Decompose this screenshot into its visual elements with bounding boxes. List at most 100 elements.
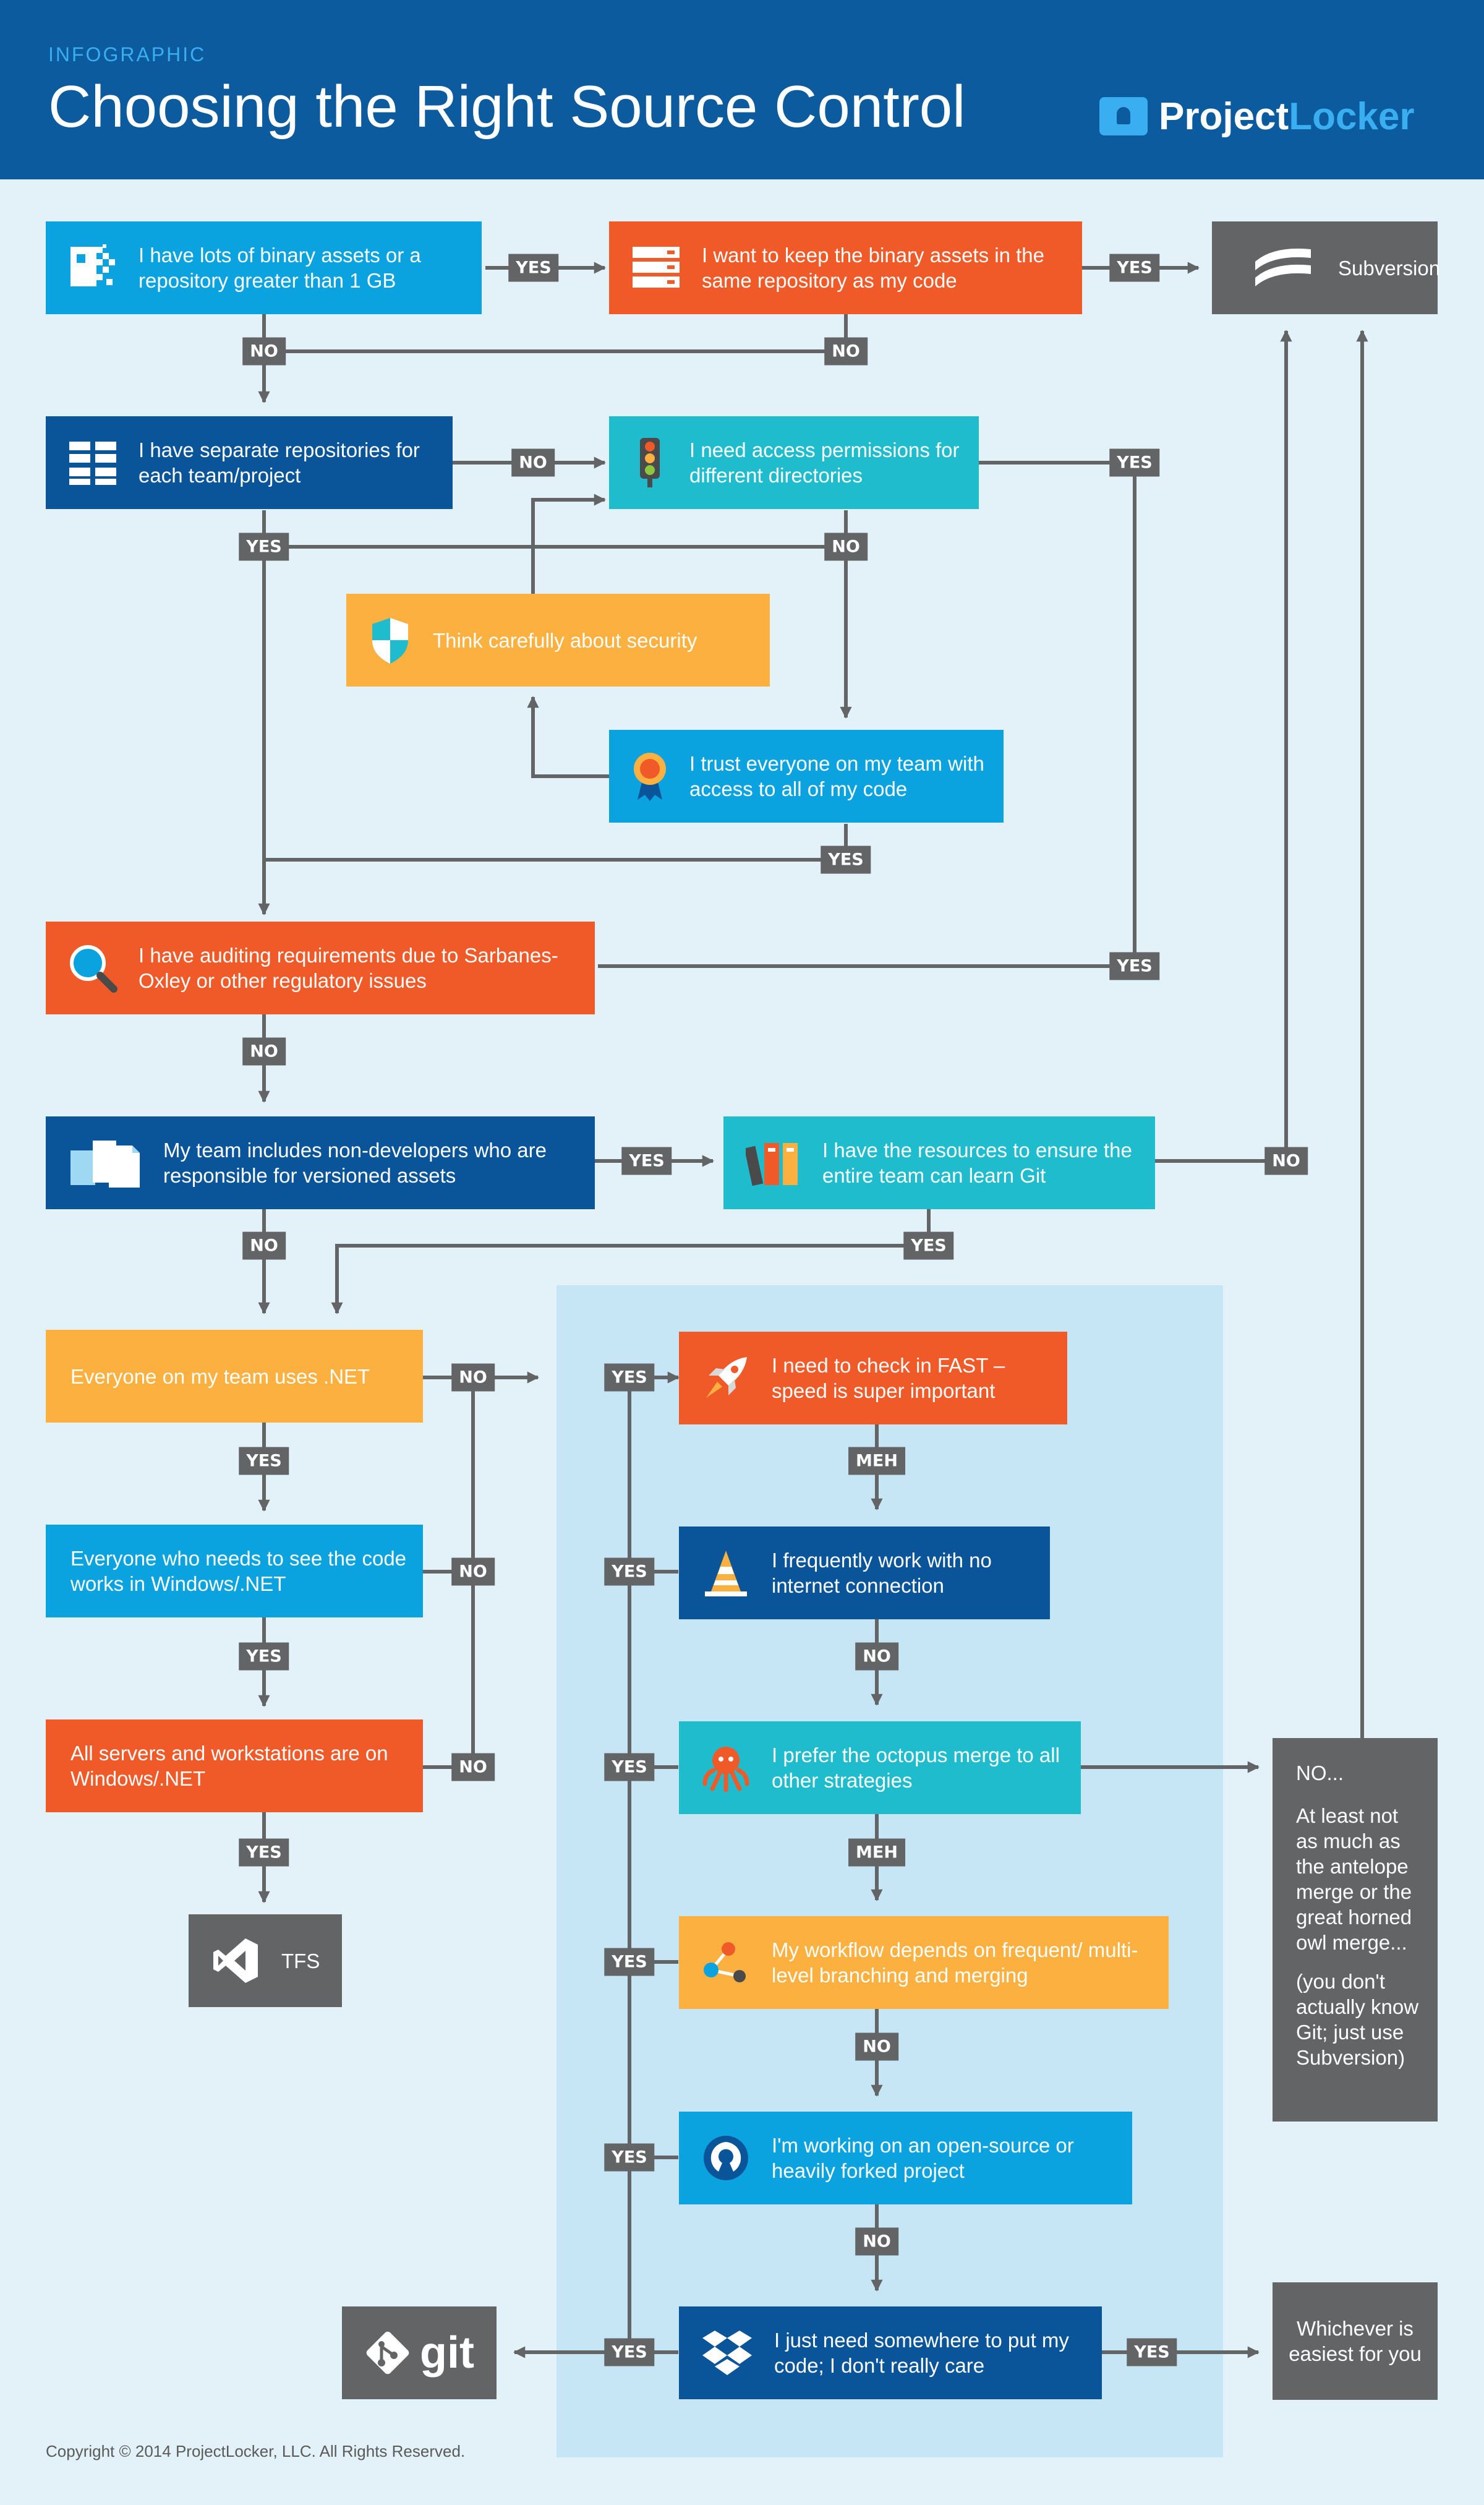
branch-graph-icon: [701, 1938, 751, 1987]
node-separate-repos-text: I have separate repositories for each te…: [139, 439, 420, 487]
result-tfs-text: TFS: [281, 1949, 320, 1972]
magnifying-glass-icon: [68, 943, 117, 993]
repositories-grid-icon: [68, 438, 117, 487]
binders-icon: [746, 1137, 801, 1189]
label-no: NO: [242, 337, 286, 366]
node-access-permissions: I need access permissions for different …: [609, 416, 979, 509]
lock-icon: [1099, 97, 1148, 135]
node-check-in-fast: I need to check in FAST – speed is super…: [679, 1332, 1067, 1424]
rocket-icon: [701, 1353, 751, 1403]
label-yes: YES: [604, 1557, 655, 1586]
documents-icon: [68, 1137, 142, 1189]
label-yes: YES: [821, 846, 871, 874]
result-whichever: Whichever is easiest for you: [1273, 2282, 1438, 2400]
label-yes: YES: [508, 254, 559, 282]
label-yes: YES: [1109, 254, 1160, 282]
node-keep-binary: I want to keep the binary assets in the …: [609, 221, 1082, 314]
logo-text-locker: Locker: [1289, 95, 1415, 138]
label-no: NO: [451, 1753, 495, 1781]
octopus-note-heading: NO...: [1296, 1762, 1344, 1784]
octopus-joke-note: NO... At least not as much as the antelo…: [1273, 1738, 1438, 2122]
node-auditing: I have auditing requirements due to Sarb…: [46, 922, 595, 1014]
label-no: NO: [242, 1231, 286, 1260]
label-no: NO: [855, 2032, 898, 2061]
node-binary-assets: I have lots of binary assets or a reposi…: [46, 221, 482, 314]
label-yes: YES: [239, 533, 289, 561]
node-non-developers-text: My team includes non-developers who are …: [163, 1139, 547, 1187]
label-no: NO: [451, 1557, 495, 1586]
octopus-note-aside: (you don't actually know Git; just use S…: [1296, 1970, 1419, 2069]
traffic-light-icon: [631, 437, 668, 489]
visual-studio-icon: [211, 1936, 260, 1985]
node-branching-merging-text: My workflow depends on frequent/ multi-l…: [772, 1938, 1138, 1987]
node-keep-binary-text: I want to keep the binary assets in the …: [702, 244, 1044, 292]
label-no: NO: [511, 448, 555, 477]
node-servers-windows: All servers and workstations are on Wind…: [46, 1719, 423, 1812]
dropbox-icon: [701, 2328, 753, 2378]
node-windows-net-text: Everyone who needs to see the code works…: [70, 1547, 407, 1595]
result-subversion: Subversion: [1212, 221, 1441, 314]
award-ribbon-icon: [631, 750, 668, 802]
label-no: NO: [824, 533, 868, 561]
node-trust-everyone: I trust everyone on my team with access …: [609, 730, 1004, 823]
label-yes: YES: [1109, 448, 1160, 477]
node-octopus-merge: I prefer the octopus merge to all other …: [679, 1721, 1081, 1814]
subversion-logo-icon: [1249, 243, 1317, 293]
label-yes: YES: [239, 1642, 289, 1671]
node-trust-everyone-text: I trust everyone on my team with access …: [689, 752, 984, 800]
label-no: NO: [855, 1642, 898, 1671]
node-uses-net-text: Everyone on my team uses .NET: [70, 1364, 370, 1388]
label-yes: YES: [621, 1147, 672, 1175]
node-somewhere-put-text: I just need somewhere to put my code; I …: [774, 2329, 1069, 2377]
node-resources-learn-git: I have the resources to ensure the entir…: [723, 1116, 1155, 1209]
node-octopus-merge-text: I prefer the octopus merge to all other …: [772, 1744, 1060, 1792]
node-open-source-text: I'm working on an open-source or heavily…: [772, 2134, 1074, 2182]
node-access-permissions-text: I need access permissions for different …: [689, 439, 960, 487]
node-auditing-text: I have auditing requirements due to Sarb…: [139, 944, 558, 992]
node-uses-net: Everyone on my team uses .NET: [46, 1330, 423, 1423]
page-title: Choosing the Right Source Control: [48, 74, 966, 140]
result-git: git: [342, 2306, 497, 2399]
node-think-security-text: Think carefully about security: [433, 628, 697, 652]
node-binary-assets-text: I have lots of binary assets or a reposi…: [139, 244, 421, 292]
label-yes: YES: [604, 2338, 655, 2366]
label-meh: MEH: [848, 1838, 905, 1867]
label-yes: YES: [604, 1948, 655, 1976]
node-non-developers: My team includes non-developers who are …: [46, 1116, 595, 1209]
node-windows-net: Everyone who needs to see the code works…: [46, 1525, 423, 1617]
node-no-internet: I frequently work with no internet conne…: [679, 1527, 1050, 1619]
git-logo-icon: [363, 2328, 412, 2378]
octopus-icon: [701, 1743, 751, 1792]
result-git-text: git: [420, 2327, 474, 2378]
label-yes: YES: [1109, 952, 1160, 980]
label-yes: YES: [604, 1753, 655, 1781]
kicker: INFOGRAPHIC: [48, 43, 207, 66]
copyright-footer: Copyright © 2014 ProjectLocker, LLC. All…: [46, 2442, 466, 2460]
node-open-source: I'm working on an open-source or heavily…: [679, 2112, 1132, 2204]
header-banner: INFOGRAPHIC Choosing the Right Source Co…: [0, 0, 1484, 179]
label-no: NO: [451, 1363, 495, 1392]
node-branching-merging: My workflow depends on frequent/ multi-l…: [679, 1916, 1169, 2009]
open-source-icon: [701, 2133, 751, 2183]
node-separate-repos: I have separate repositories for each te…: [46, 416, 453, 509]
result-tfs: TFS: [189, 1914, 342, 2007]
label-yes: YES: [239, 1447, 289, 1475]
node-no-internet-text: I frequently work with no internet conne…: [772, 1549, 992, 1597]
pixelated-image-icon: [68, 242, 117, 294]
label-no: NO: [1264, 1147, 1308, 1175]
git-questions-panel: [556, 1285, 1223, 2457]
traffic-cone-icon: [701, 1548, 751, 1598]
node-check-in-fast-text: I need to check in FAST – speed is super…: [772, 1354, 1005, 1402]
label-yes: YES: [604, 1363, 655, 1392]
label-yes: YES: [903, 1231, 954, 1260]
server-icon: [631, 243, 681, 293]
octopus-note-body: At least not as much as the antelope mer…: [1296, 1804, 1412, 1954]
result-subversion-text: Subversion: [1338, 256, 1441, 280]
label-yes: YES: [1127, 2338, 1177, 2366]
label-no: NO: [855, 2227, 898, 2256]
label-yes: YES: [604, 2143, 655, 2172]
node-servers-windows-text: All servers and workstations are on Wind…: [70, 1742, 388, 1790]
label-no: NO: [242, 1037, 286, 1066]
